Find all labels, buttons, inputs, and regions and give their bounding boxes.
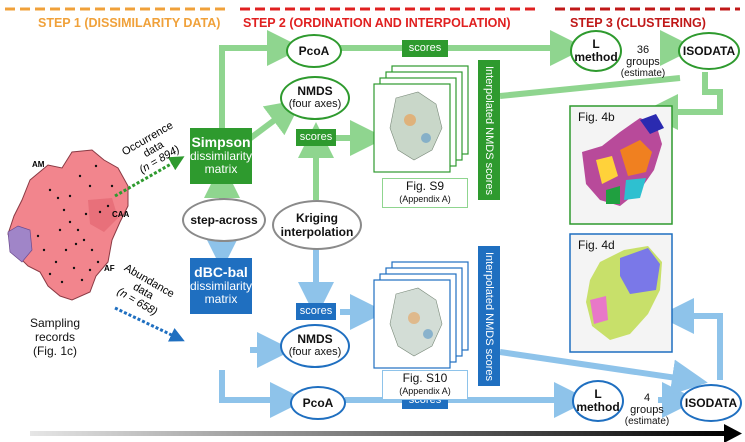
groups-estimate-blue: 4 groups (estimate) — [624, 392, 670, 427]
green-flows — [204, 30, 723, 236]
kriging-oval: Kriging interpolation — [272, 200, 362, 250]
result-map-4b — [569, 105, 673, 225]
isodata-oval-blue: ISODATA — [680, 384, 742, 422]
map-label-af: AF — [104, 264, 115, 273]
dbc-bal-matrix-box: dBC-bal dissimilarity matrix — [190, 258, 252, 314]
step-across-oval: step-across — [182, 198, 266, 242]
fig-4b-label: Fig. 4b — [578, 110, 615, 124]
occurrence-arrow — [114, 156, 185, 198]
blue-flows — [204, 234, 723, 418]
fig-s9-caption: Fig. S9 (Appendix A) — [382, 178, 468, 208]
sampling-caption: Sampling records (Fig. 1c) — [29, 316, 81, 358]
step3-header: STEP 3 (CLUSTERING) — [570, 16, 706, 30]
result-map-4d — [569, 233, 673, 353]
timeline-arrow — [30, 424, 742, 442]
interpolated-label-blue: Interpolated NMDS scores — [478, 246, 500, 386]
interpolated-label-green: Interpolated NMDS scores — [478, 60, 500, 200]
stacked-maps-green — [373, 65, 469, 173]
stacked-maps-blue — [373, 261, 469, 369]
map-label-caa: CAA — [112, 210, 130, 219]
scores-box-green-mid: scores — [296, 129, 336, 146]
abundance-arrow — [114, 306, 185, 342]
scores-box-green-top: scores — [402, 40, 448, 57]
scores-box-blue-mid: scores — [296, 303, 336, 320]
isodata-oval-green: ISODATA — [678, 32, 740, 70]
map-label-am: AM — [32, 160, 45, 169]
pcoa-oval-green: PcoA — [286, 34, 342, 68]
nmds-oval-green: NMDS (four axes) — [280, 76, 350, 120]
lmethod-oval-blue: L method — [572, 380, 624, 422]
fig-4d-label: Fig. 4d — [578, 238, 615, 252]
step1-header: STEP 1 (DISSIMILARITY DATA) — [38, 16, 221, 30]
groups-estimate-green: 36 groups (estimate) — [620, 44, 666, 79]
fig-s10-caption: Fig. S10 (Appendix A) — [382, 370, 468, 400]
nmds-oval-blue: NMDS (four axes) — [280, 324, 350, 368]
sampling-records-map — [7, 149, 129, 301]
lmethod-oval-green: L method — [570, 30, 622, 72]
step2-header: STEP 2 (ORDINATION AND INTERPOLATION) — [243, 16, 511, 30]
simpson-matrix-box: Simpson dissimilarity matrix — [190, 128, 252, 184]
pcoa-oval-blue: PcoA — [290, 386, 346, 420]
